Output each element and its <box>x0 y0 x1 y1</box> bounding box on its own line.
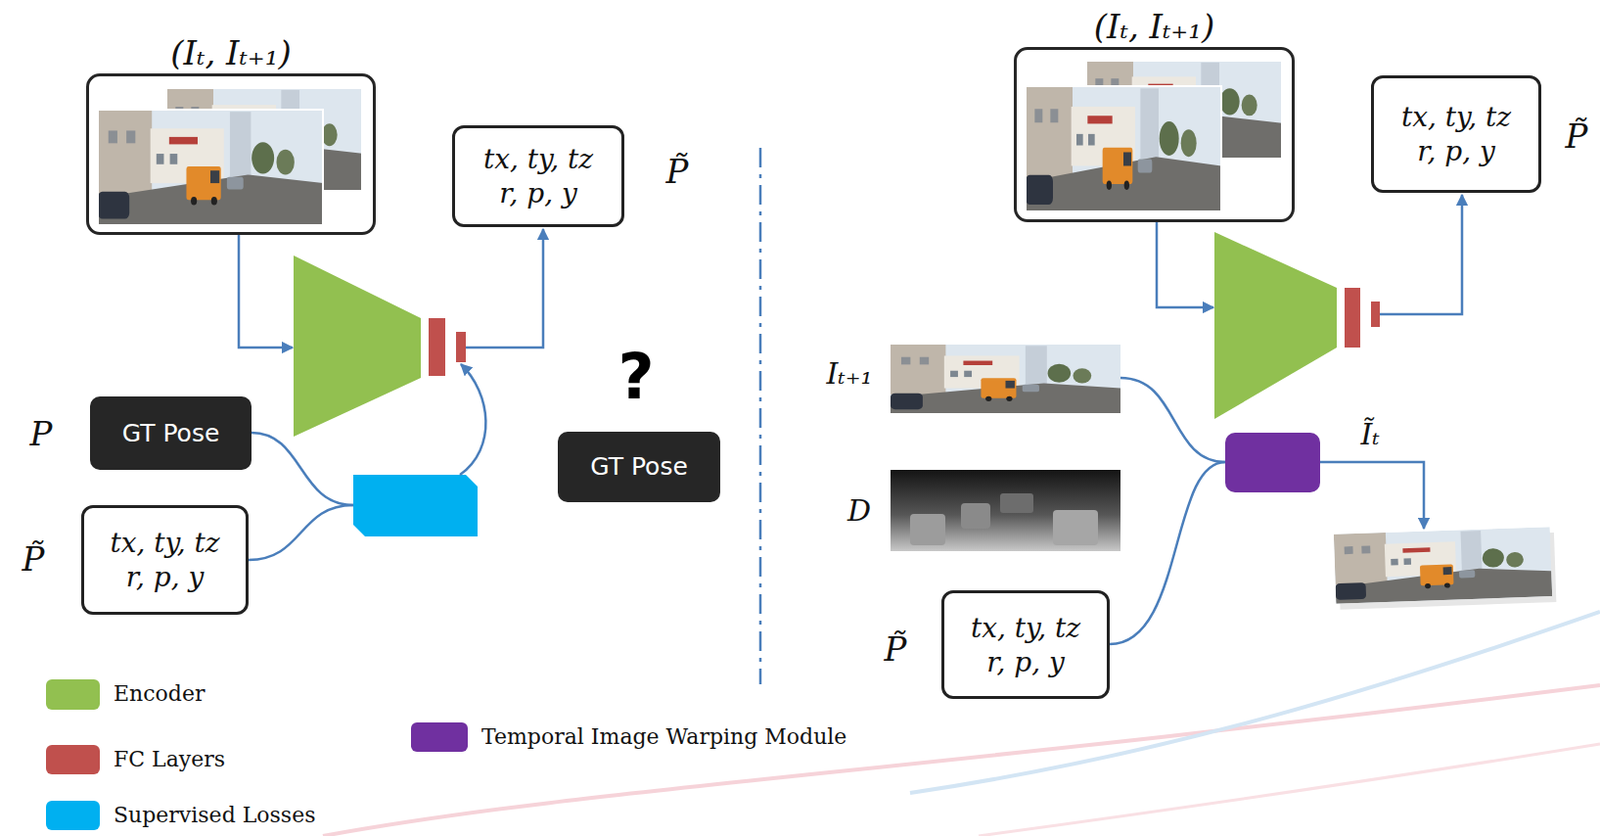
legend-item: Encoder <box>45 679 205 710</box>
legend-swatch <box>45 800 100 830</box>
pose-symbol: P̃ <box>1565 117 1589 156</box>
depth-map <box>890 469 1121 551</box>
arrow <box>238 234 293 348</box>
line <box>1109 461 1226 644</box>
gt-pose-label: GT Pose <box>122 418 221 449</box>
pose-box: tx, ty, tz r, p, y <box>1371 75 1542 193</box>
fc-layer <box>456 331 466 363</box>
image-symbol: Ĩₜ <box>1360 417 1379 453</box>
arrow <box>1379 194 1463 315</box>
pose-values: tx, ty, tz r, p, y <box>100 525 230 595</box>
legend-swatch <box>411 722 468 752</box>
arrow <box>459 364 486 475</box>
legend-item: Temporal Image Warping Module <box>411 722 847 752</box>
image-pair-frame: (Iₜ, Iₜ₊₁) <box>86 73 376 235</box>
legend-swatch <box>45 744 100 775</box>
depth-blob <box>910 513 946 546</box>
legend-text: Supervised Losses <box>113 802 316 828</box>
decor-wave <box>978 743 1600 836</box>
depth-blob <box>960 502 991 529</box>
frame-image <box>1025 86 1222 212</box>
line <box>1120 377 1226 462</box>
divider <box>759 147 763 685</box>
encoder <box>293 255 421 437</box>
frame-heading: (Iₜ, Iₜ₊₁) <box>170 34 291 73</box>
pose-values: tx, ty, tz r, p, y <box>1391 99 1521 169</box>
encoder <box>1214 231 1337 419</box>
question-mark: ? <box>617 341 654 414</box>
pose-values: tx, ty, tz r, p, y <box>960 610 1091 680</box>
pose-box: tx, ty, tz r, p, y <box>81 504 249 615</box>
line <box>251 432 354 505</box>
pose-box: tx, ty, tz r, p, y <box>941 590 1110 699</box>
warped-image <box>1333 526 1553 604</box>
fc-layer <box>428 318 446 376</box>
next-frame-image <box>890 344 1121 413</box>
arrow <box>1320 461 1424 529</box>
legend-text: Temporal Image Warping Module <box>481 724 847 750</box>
legend-text: Encoder <box>113 681 205 707</box>
line <box>248 504 354 560</box>
pose-symbol: P <box>30 414 53 454</box>
warping-module <box>1225 432 1321 493</box>
frame-image-border <box>97 109 323 226</box>
frame-heading: (Iₜ, Iₜ₊₁) <box>1094 7 1215 46</box>
depth-blob <box>1000 493 1034 513</box>
legend-text: FC Layers <box>113 746 226 773</box>
supervised-loss <box>353 474 478 537</box>
fc-layer <box>1344 287 1361 348</box>
depth-blob <box>1052 509 1098 546</box>
legend-swatch <box>45 679 100 710</box>
fc-layer <box>1371 301 1380 327</box>
legend-item: Supervised Losses <box>45 800 316 830</box>
legend-item: FC Layers <box>45 744 226 775</box>
image-symbol: Iₜ₊₁ <box>825 357 872 392</box>
pose-values: tx, ty, tz r, p, y <box>473 141 603 211</box>
frame-image <box>97 109 323 226</box>
arrow <box>465 228 544 348</box>
pose-symbol: P̃ <box>884 630 908 669</box>
decor-wave <box>322 685 1600 836</box>
pose-symbol: P̃ <box>22 540 46 579</box>
pose-symbol: P̃ <box>666 152 689 191</box>
depth-symbol: D <box>847 494 871 529</box>
frame-image-border <box>1025 86 1222 212</box>
gt-pose-box: GT Pose <box>557 431 721 503</box>
arrow <box>1156 222 1214 308</box>
pose-box: tx, ty, tz r, p, y <box>452 125 625 228</box>
gt-pose-box: GT Pose <box>90 396 252 470</box>
image-pair-frame: (Iₜ, Iₜ₊₁) <box>1013 46 1295 223</box>
gt-pose-label: GT Pose <box>590 452 688 482</box>
